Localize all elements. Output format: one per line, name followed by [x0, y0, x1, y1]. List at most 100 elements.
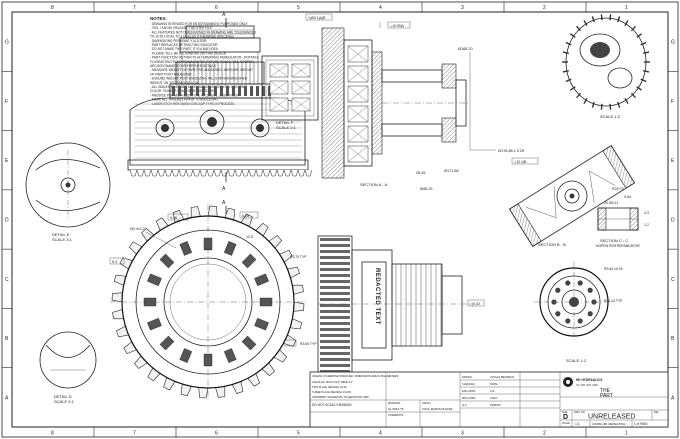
section-b-title: SECTION B - B — [538, 242, 566, 247]
zone-col-label: 7 — [133, 5, 136, 11]
detail-d-view: DETAIL D SCALE 3:1 — [39, 331, 97, 404]
zone-col-label: 6 — [215, 431, 218, 437]
dim-d8: R3.50 TYP — [300, 342, 317, 346]
zone-row-label: F — [5, 99, 8, 105]
tb-material-label: MATERIAL — [388, 401, 401, 405]
detail-f-scale: SCALE 2:1 — [276, 125, 297, 130]
zone-row-label: B — [671, 336, 675, 342]
zone-row-label: A — [5, 395, 9, 401]
dim-d17: 28.45 — [416, 171, 426, 175]
zone-col-label: 1 — [625, 431, 628, 437]
tb-tolerance-note: UNLESS OTHERWISE SPECIFIED: DIMENSIONS A… — [312, 374, 399, 378]
notes-line: WEIGHT ON TITLE BLOCK +/- 4G — [150, 81, 200, 85]
notes-line: - ALL FEATURES NOT DIMENSIONED IN DRAWIN… — [150, 30, 257, 34]
zone-row-label: E — [5, 158, 9, 164]
zone-col-label: 8 — [51, 431, 54, 437]
zone-row-label: C — [5, 277, 9, 283]
detail-d-title: DETAIL D — [54, 394, 72, 399]
fcf-2: ⏥|0.05|A — [390, 24, 405, 28]
tb-interpret: INTERPRET GEOMETRIC TOLERANCING PER: — [312, 395, 369, 399]
tb-dwg-label: DWG. NO. — [574, 411, 586, 414]
notes-line: - PLEASE TELL ME ALL ERRORS ON THIS DESI… — [150, 51, 227, 55]
section-c-sub: NOPEN PINTRSPANDATOR — [596, 244, 640, 248]
tb-eng-by: LOL — [490, 389, 495, 393]
tb-dont-scale: DO NOT SCALE DRAWING — [312, 403, 352, 407]
tb-angular: ANGULAR: MACH ±0.5° BEND ±1° — [312, 380, 353, 384]
fcf-1: ⌖|Ø0.1|A|B — [308, 16, 326, 20]
etch-text: REDACTED TEXT — [374, 268, 380, 325]
iso-top-scale: SCALE 1:2 — [600, 114, 621, 119]
notes-line: ARCHODYNAMICS FOR FURTHER DETAILS — [150, 64, 216, 68]
zone-col-label: 5 — [297, 5, 300, 11]
tb-checked-label: CHECKED — [462, 382, 475, 386]
tb-company: HK HYDRAULICS — [576, 378, 602, 382]
zone-col-label: 2 — [543, 5, 546, 11]
zone-col-label: 3 — [461, 5, 464, 11]
dim-d14: 8.25 — [242, 214, 249, 218]
tb-qa-by: NOBODY — [490, 403, 502, 407]
dim-d2: Ø165.20 — [458, 47, 473, 51]
side-section-view: REDACTED TEXT R3.75 TYP ○|0.02 — [290, 235, 485, 373]
section-c-title: SECTION C - C — [600, 238, 628, 243]
tb-finish-value: COOL-MARKS PLEASE — [422, 407, 453, 411]
zone-row-label: F — [671, 99, 674, 105]
tb-comments: COMMENTS: — [388, 413, 404, 417]
tb-three-place: THREE PLACE DECIMAL ±0.005 — [312, 390, 351, 394]
section-c-view: 4.3 1.2 2X Ø0.21 SECTION C - C NOPEN PIN… — [596, 201, 649, 248]
detail-e-scale: SCALE 3:1 — [52, 237, 73, 242]
tb-rev-label: REV — [654, 411, 659, 414]
notes-title: NOTES: — [150, 16, 168, 21]
notes-line: - YES, I KNOW. RELEASE THE STEP FILE — [150, 26, 212, 30]
tb-material-value: AL 6061-T6 — [388, 407, 404, 411]
dim-d4: Ø46.25 — [420, 187, 432, 191]
dim-d12: 6.36 — [170, 216, 177, 220]
notes-line: - DO NOT MAKE THIS PART. IT IS A BAD IDE… — [150, 47, 219, 51]
tb-eng-label: ENG APPR. — [462, 389, 476, 393]
iso-view-top: SCALE 1:2 — [562, 14, 650, 119]
notes-line: - DRAWING INTENDED FOR ENTERTAINMENT PUR… — [150, 22, 248, 26]
dim-d3: Ø171.86 — [444, 169, 459, 173]
tb-sheet: 1 of PAIN — [634, 422, 648, 426]
detail-d-scale: SCALE 3:1 — [54, 399, 75, 404]
tb-title-1: THE — [600, 388, 611, 394]
zone-row-label: G — [671, 40, 675, 46]
fcf-4: ○|0.02 — [470, 302, 480, 306]
section-b-view: SECTION B - B R25.75 0.64 — [508, 144, 636, 248]
br-dim-1: R3.64 ±0.25 — [604, 267, 623, 271]
detail-e-view: DETAIL E SCALE 3:1 — [25, 142, 111, 242]
tb-qa-label: Q.A. — [462, 403, 467, 407]
zone-row-label: G — [5, 40, 9, 46]
notes-line: - MASK ALL THREADS PRIOR TO ANODIZING — [150, 98, 218, 102]
dim-d10: 1.2 — [644, 223, 649, 227]
bottom-right-scale: SCALE 1:2 — [566, 358, 587, 363]
title-block: UNLESS OTHERWISE SPECIFIED: DIMENSIONS A… — [309, 371, 669, 428]
tb-dwg-no: UNRELEASED — [588, 414, 635, 421]
notes-line: COLOR "SUNSET ORANGE" BY HERITAGE — [150, 89, 214, 93]
notes-line: OF PART POST ANODIZING — [150, 72, 192, 76]
zone-col-label: 8 — [51, 5, 54, 11]
tb-finish-label: FINISH — [422, 401, 431, 405]
fcf-3: ⊥|0.1|B — [514, 160, 527, 164]
svg-text:A: A — [222, 200, 226, 206]
section-a-title: SECTION A - A — [360, 182, 387, 187]
zone-col-label: 1 — [625, 5, 628, 11]
dim-d7: 0.64 — [624, 195, 631, 199]
zone-row-label: E — [671, 158, 675, 164]
detail-f-title: DETAIL F — [276, 120, 294, 125]
svg-text:A: A — [222, 186, 226, 192]
notes-line: TO ±0.25 LOCAL TO 1 UNLESS OTHERWISE SPE… — [150, 35, 234, 39]
tb-scale-label: SCALE — [562, 422, 570, 425]
tb-size-label: SIZE — [562, 411, 568, 414]
zone-row-label: D — [671, 218, 675, 224]
notes-line: - ENSURE WEIGHT POST ANODIZING FALLS WIT… — [150, 77, 248, 81]
zone-row-label: D — [5, 218, 9, 224]
notes-line: - PART FUNCTION: RETRACTS ALTERNATING PE… — [150, 56, 259, 60]
tb-title-2: PART — [600, 393, 613, 399]
dim-d5: 4.3 — [644, 211, 649, 215]
zone-row-label: A — [671, 395, 675, 401]
zone-row-label: C — [671, 277, 675, 283]
zone-col-label: 4 — [379, 5, 382, 11]
tb-checked-by: NOPE — [490, 382, 498, 386]
